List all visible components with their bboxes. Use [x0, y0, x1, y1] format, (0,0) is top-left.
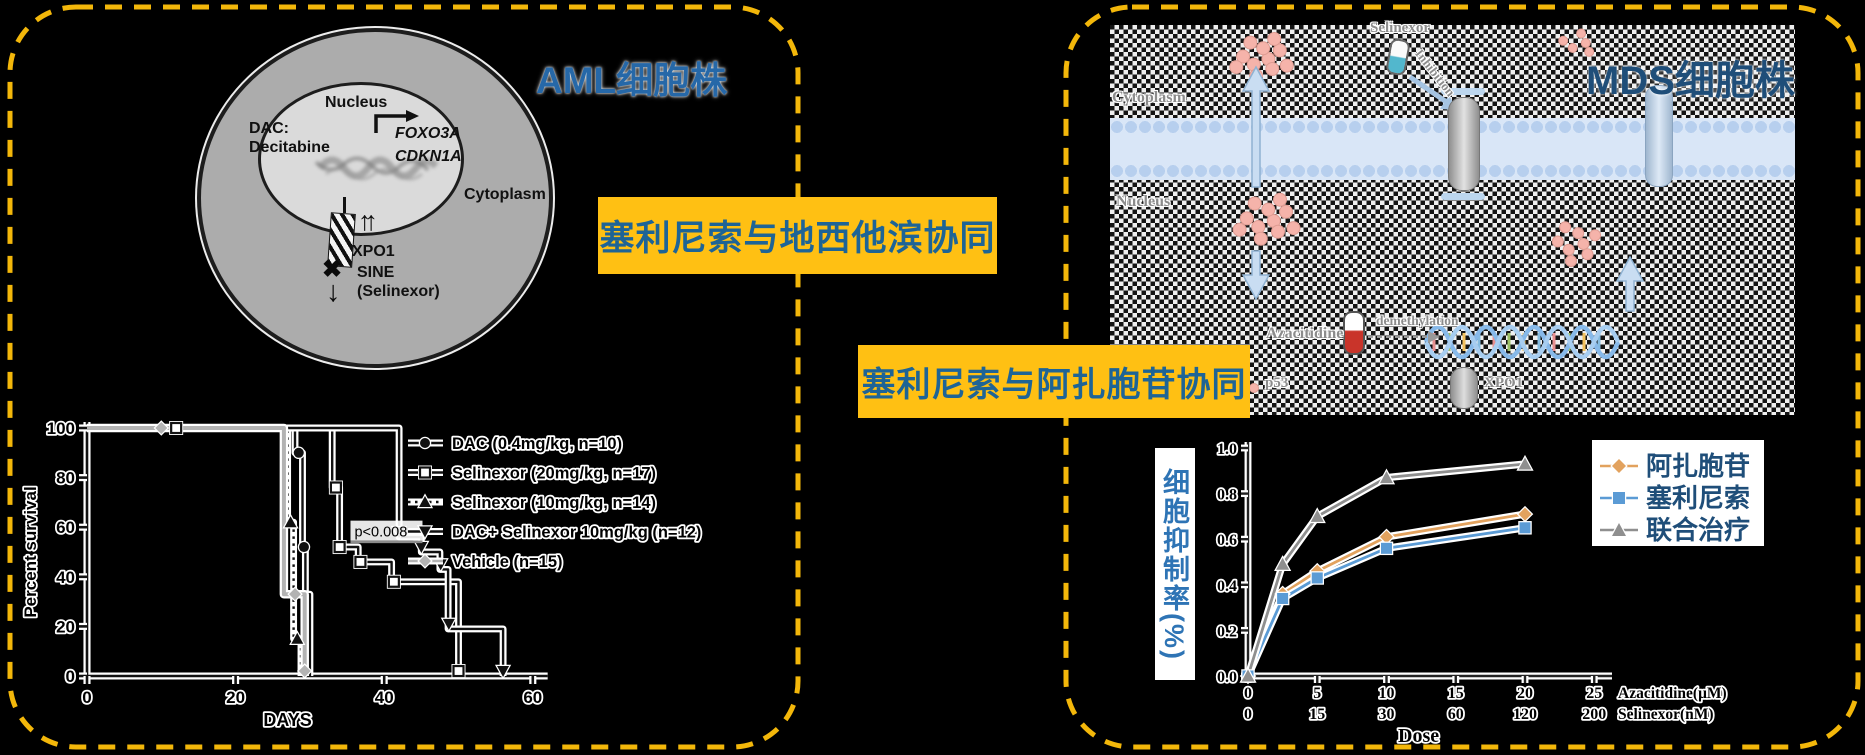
gene-cdkn1a-label: CDKN1A [395, 148, 462, 165]
sine-label-line1: SINE [357, 264, 395, 281]
mds-p53-label: p53 [1265, 375, 1289, 391]
nucleus-label: Nucleus [325, 94, 388, 111]
sine-label-line2: (Selinexor) [357, 283, 440, 300]
svg-text:联合治疗: 联合治疗 [1646, 515, 1750, 545]
svg-text:25: 25 [1586, 685, 1602, 702]
svg-text:80: 80 [56, 469, 75, 488]
xpo1-label: XPO1 [352, 243, 395, 260]
dac-label-line1: DAC: [249, 120, 289, 137]
chromatin-squiggle [314, 156, 439, 181]
block-x-icon: ✖ [322, 256, 343, 283]
svg-text:200: 200 [1582, 706, 1606, 723]
aml-panel-border [7, 4, 801, 750]
svg-text:120: 120 [1513, 706, 1537, 723]
azacitidine-capsule-icon [1343, 311, 1365, 355]
mds-panel-border [1063, 4, 1861, 750]
svg-text:60: 60 [56, 518, 75, 537]
dose-chart-ylabel: 细胞抑制率(%) [1155, 448, 1195, 680]
svg-text:塞利尼索: 塞利尼索 [1646, 483, 1750, 513]
svg-text:0: 0 [1244, 685, 1252, 702]
mds-xpo1-label: XPO1 [1484, 375, 1524, 391]
svg-text:Percent survival: Percent survival [21, 486, 40, 617]
svg-text:0.2: 0.2 [1217, 623, 1237, 640]
svg-text:0.6: 0.6 [1217, 532, 1237, 549]
svg-text:0: 0 [66, 667, 75, 686]
svg-text:20: 20 [56, 617, 75, 636]
svg-text:60: 60 [1448, 706, 1464, 723]
svg-text:0.0: 0.0 [1217, 669, 1237, 686]
svg-text:30: 30 [1379, 706, 1395, 723]
dose-response-chart: 0.0 0.2 0.4 0.6 0.8 1.0 0 0 5 15 10 30 15 60 20 120 25 20… [1215, 439, 1764, 749]
down-arrow-icon: ↓ [326, 276, 341, 308]
dac-label: DAC: Decitabine [249, 119, 330, 157]
svg-text:0.8: 0.8 [1217, 487, 1237, 504]
mds-nucleus-label: Nucleus [1116, 193, 1171, 210]
mds-demethylation-label: demethylation [1376, 313, 1459, 328]
svg-text:阿扎胞苷: 阿扎胞苷 [1646, 451, 1750, 481]
gene-foxo3a-label: FOXO3A [395, 125, 461, 142]
svg-text:DAYS: DAYS [263, 710, 311, 730]
sine-label: SINE (Selinexor) [357, 263, 440, 301]
svg-text:20: 20 [226, 688, 245, 707]
svg-text:0: 0 [82, 688, 91, 707]
aml-panel-title: AML细胞株 [536, 60, 728, 101]
xpo1-channel [1441, 88, 1485, 200]
svg-text:5: 5 [1313, 685, 1321, 702]
banner-selinexor-azacitidine: 塞利尼索与阿扎胞苷协同 [858, 345, 1250, 418]
svg-text:0: 0 [1244, 706, 1252, 723]
cytoplasm-label: Cytoplasm [464, 186, 546, 203]
xpo1-barrel-icon [1450, 367, 1478, 409]
banner-selinexor-decitabine: 塞利尼索与地西他滨协同 [598, 197, 997, 274]
svg-text:Selinexor (20mg/kg, n=17): Selinexor (20mg/kg, n=17) [452, 465, 656, 483]
svg-text:15: 15 [1448, 685, 1464, 702]
svg-text:Selinexor (10mg/kg, n=14): Selinexor (10mg/kg, n=14) [452, 494, 656, 512]
svg-text:20: 20 [1517, 685, 1533, 702]
svg-text:Selinexor(nM): Selinexor(nM) [1618, 706, 1714, 723]
svg-text:DAC (0.4mg/kg, n=10): DAC (0.4mg/kg, n=10) [452, 435, 622, 453]
dac-label-line2: Decitabine [249, 139, 330, 156]
svg-text:Azacitidine(μM): Azacitidine(μM) [1618, 685, 1727, 702]
svg-text:p<0.008: p<0.008 [354, 525, 407, 541]
svg-text:DAC+ Selinexor 10mg/kg (n=12): DAC+ Selinexor 10mg/kg (n=12) [452, 524, 701, 542]
secondary-channel [1645, 85, 1673, 187]
export-path-line [343, 197, 346, 213]
mds-panel-title: MDS细胞株 [1586, 59, 1795, 103]
svg-text:Vehicle (n=15): Vehicle (n=15) [452, 553, 563, 571]
svg-text:100: 100 [47, 419, 75, 438]
svg-text:60: 60 [523, 688, 542, 707]
svg-text:Dose: Dose [1398, 725, 1439, 747]
mds-selinexor-label: Selinexor [1370, 20, 1430, 36]
mds-azacitidine-label: Azacitidine [1266, 325, 1344, 342]
svg-text:1.0: 1.0 [1217, 441, 1237, 458]
svg-text:40: 40 [56, 568, 75, 587]
promoter-arrow-icon [374, 110, 419, 133]
svg-text:40: 40 [375, 688, 394, 707]
svg-text:15: 15 [1309, 706, 1325, 723]
svg-text:10: 10 [1379, 685, 1395, 702]
upregulation-arrows-icon: ↑↑ [358, 206, 378, 236]
mds-cytoplasm-label: Cytoplasm [1112, 89, 1186, 106]
mds-overlay [1229, 28, 1645, 393]
svg-text:0.4: 0.4 [1217, 578, 1237, 595]
